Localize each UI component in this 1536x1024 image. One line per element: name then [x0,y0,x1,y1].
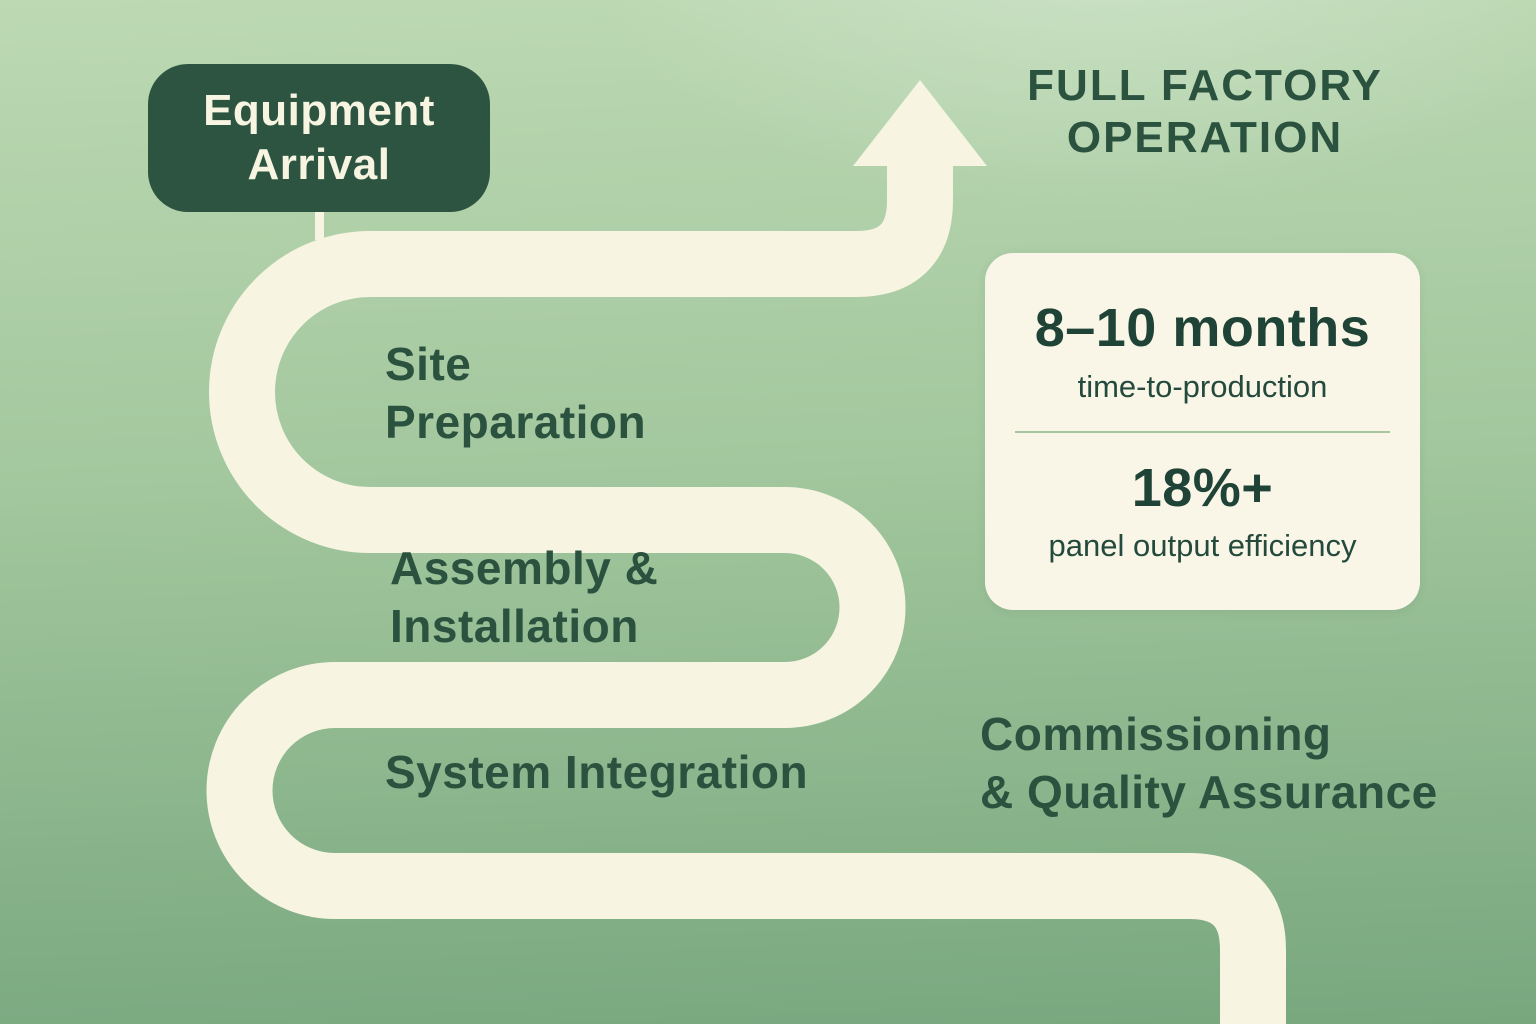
badge-connector-line [315,200,324,240]
stage-label-site-preparation: Site Preparation [385,338,647,448]
serpentine-path [206,158,1286,1024]
stat-efficiency-value: 18%+ [1131,457,1274,518]
start-badge-equipment-arrival: Equipment Arrival [148,64,490,212]
stage-label-commissioning-qa: Commissioning & Quality Assurance [980,708,1438,818]
stage-label-system-integration: System Integration [385,746,809,798]
stats-card: 8–10 months time-to-production 18%+ pane… [985,253,1420,610]
stats-divider [1015,430,1390,433]
stat-time-caption: time-to-production [1077,368,1328,404]
stat-efficiency-caption: panel output efficiency [1048,527,1357,563]
start-badge-label: Equipment Arrival [203,86,435,189]
stat-time-value: 8–10 months [1034,298,1371,359]
arrow-up-icon [853,80,987,166]
end-label-full-factory-operation: FULL FACTORY OPERATION [1027,61,1383,162]
stage-label-assembly-installation: Assembly & Installation [390,542,659,652]
